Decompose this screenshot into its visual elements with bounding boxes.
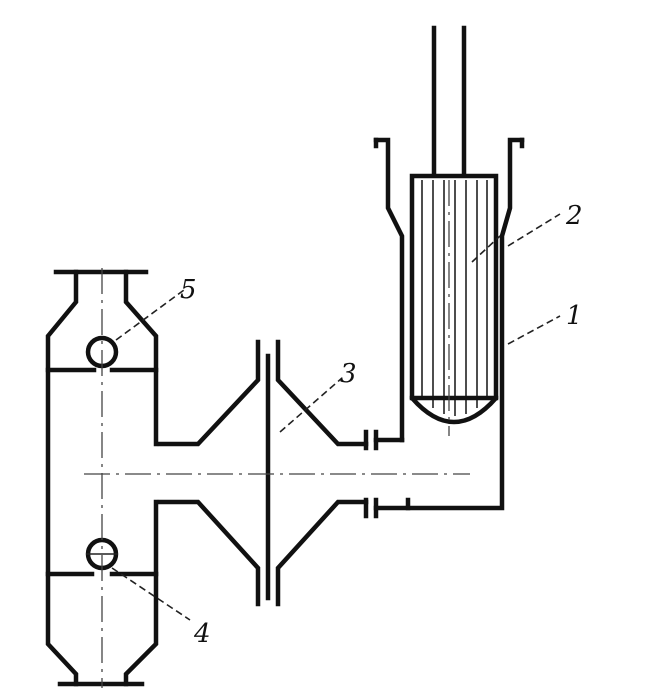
label-casing: 1	[566, 301, 583, 331]
leader-lines	[111, 213, 561, 621]
rotor-cylinder	[409, 173, 499, 425]
column-vessel	[45, 269, 159, 687]
label-membrane: 3	[340, 359, 357, 389]
label-port-upper: 5	[180, 275, 197, 305]
casing	[363, 137, 525, 519]
membrane-housing	[157, 339, 369, 607]
shaft	[431, 25, 467, 175]
label-rotor: 2	[565, 201, 583, 231]
label-port-lower: 4	[193, 619, 211, 649]
center-lines	[84, 180, 470, 688]
